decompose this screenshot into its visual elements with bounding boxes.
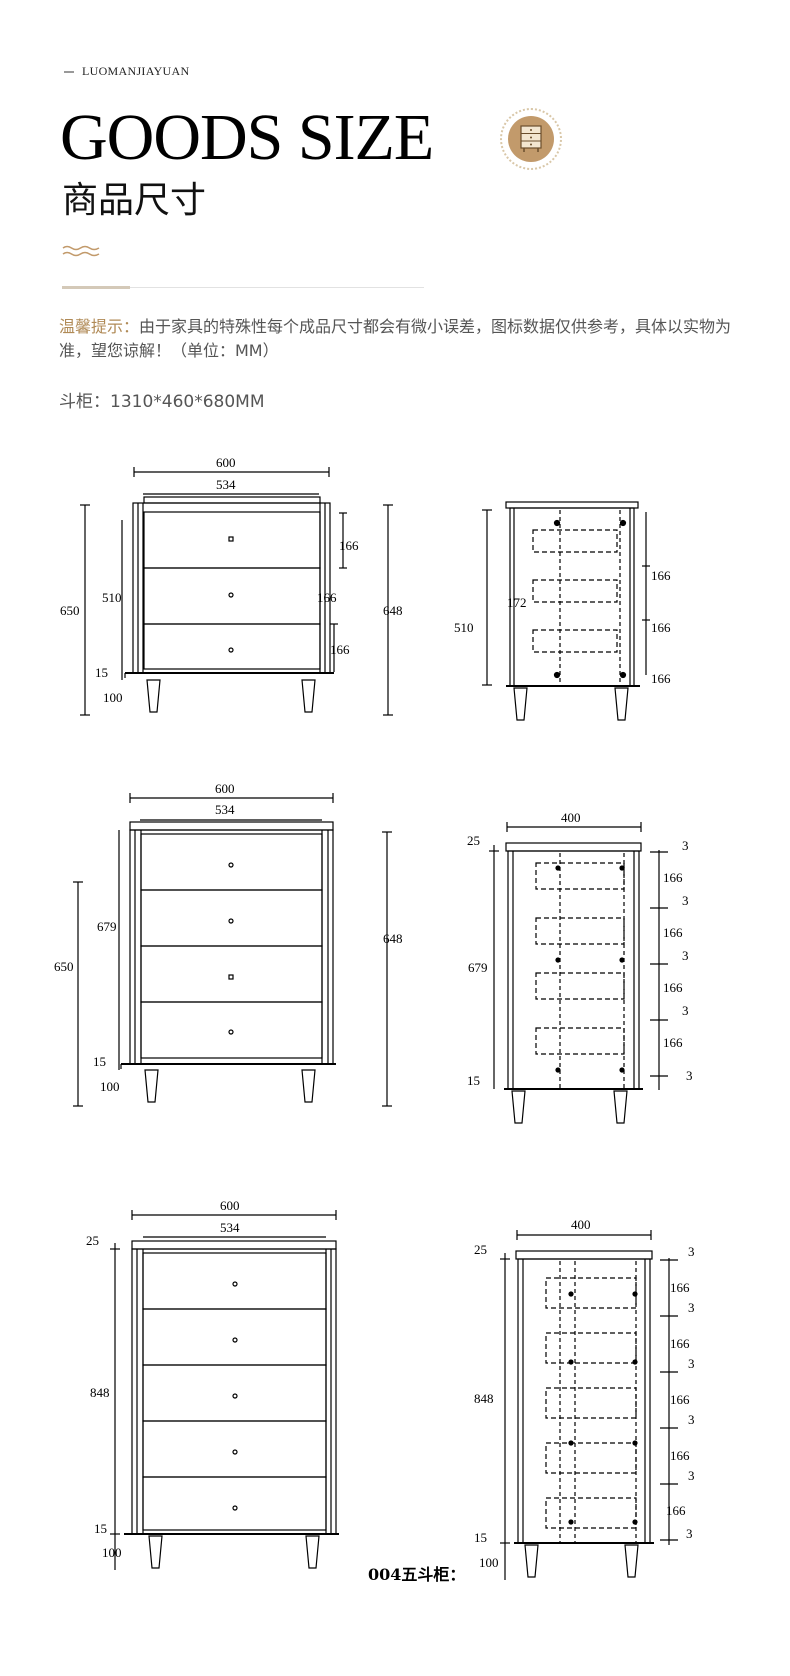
brand: LUOMANJIAYUAN	[64, 64, 189, 79]
r1f-drawer-1: 166	[339, 538, 359, 553]
r1-front-view	[80, 467, 393, 716]
r1f-drawer-3: 166	[330, 642, 350, 657]
r2f-leg: 100	[100, 1079, 120, 1094]
r3s-width: 400	[571, 1217, 591, 1232]
r3-front-view	[110, 1210, 339, 1570]
r2f-width-total: 600	[215, 781, 235, 796]
r2s-width: 400	[561, 810, 581, 825]
r2s-gap-1: 3	[682, 838, 689, 853]
r3s-gap-4: 3	[688, 1412, 695, 1427]
r1f-base: 15	[95, 665, 108, 680]
brand-name: LUOMANJIAYUAN	[82, 64, 190, 78]
r3s-base: 15	[474, 1530, 487, 1545]
r3s-top: 25	[474, 1242, 487, 1257]
r1s-inner: 172	[507, 595, 527, 610]
r1f-width-total: 600	[216, 455, 236, 470]
r3s-gap-3: 3	[688, 1356, 695, 1371]
r1s-drawer-1: 166	[651, 568, 671, 583]
cabinet-glyph	[520, 125, 542, 152]
r2s-gap-3: 3	[682, 948, 689, 963]
r2-side-view	[489, 822, 668, 1124]
r2s-base: 15	[467, 1073, 480, 1088]
r3-side-view	[500, 1230, 678, 1580]
r3s-drawer-1: 166	[670, 1280, 690, 1295]
r3s-leg: 100	[479, 1555, 499, 1570]
r1f-height-side: 648	[383, 603, 403, 618]
drawer-cabinet-icon	[500, 108, 562, 170]
r3s-gap-1: 3	[688, 1244, 695, 1259]
r2-front-view	[73, 793, 392, 1107]
drawing-caption: 004五斗柜：	[368, 1565, 465, 1584]
r3f-leg: 100	[102, 1545, 122, 1560]
wave-ornament	[62, 245, 100, 257]
r3s-gap-2: 3	[688, 1300, 695, 1315]
divider-accent	[62, 286, 130, 289]
r2s-drawer-4: 166	[663, 1035, 683, 1050]
notice: 温馨提示：由于家具的特殊性每个成品尺寸都会有微小误差，图标数据仅供参考，具体以实…	[59, 315, 739, 363]
r1f-leg: 100	[103, 690, 123, 705]
r3f-width-total: 600	[220, 1198, 240, 1213]
r2f-width-inner: 534	[215, 802, 235, 817]
r2f-height-side: 648	[383, 931, 403, 946]
r2s-drawer-1: 166	[663, 870, 683, 885]
r2s-top: 25	[467, 833, 480, 848]
notice-text: 由于家具的特殊性每个成品尺寸都会有微小误差，图标数据仅供参考，具体以实物为准，望…	[59, 317, 732, 360]
r3f-width-inner: 534	[220, 1220, 240, 1235]
icon-disc	[508, 116, 554, 162]
r2s-drawer-3: 166	[663, 980, 683, 995]
r3f-base: 15	[94, 1521, 107, 1536]
r2s-gap-5: 3	[686, 1068, 693, 1083]
r3s-gap-6: 3	[686, 1526, 693, 1541]
r1s-drawer-2: 166	[651, 620, 671, 635]
r3s-drawer-2: 166	[670, 1336, 690, 1351]
r1f-drawer-2: 166	[317, 590, 337, 605]
r2s-drawer-2: 166	[663, 925, 683, 940]
dimension-drawings: 600 534 650 510 648 15 100 166 166 166 5…	[54, 455, 695, 1584]
brand-dash	[64, 70, 74, 73]
r2f-height-total: 650	[54, 959, 74, 974]
r3s-drawer-4: 166	[670, 1448, 690, 1463]
r2s-height: 679	[468, 960, 488, 975]
r3f-height: 848	[90, 1385, 110, 1400]
r3s-drawer-5: 166	[666, 1503, 686, 1518]
r2f-base: 15	[93, 1054, 106, 1069]
r3f-top: 25	[86, 1233, 99, 1248]
notice-label: 温馨提示：	[59, 317, 140, 336]
r3s-drawer-3: 166	[670, 1392, 690, 1407]
r1s-drawer-3: 166	[651, 671, 671, 686]
r3s-gap-5: 3	[688, 1468, 695, 1483]
page-title: GOODS SIZE	[60, 101, 434, 174]
r1f-height-total: 650	[60, 603, 80, 618]
r2s-gap-2: 3	[682, 893, 689, 908]
r2f-height-body: 679	[97, 919, 117, 934]
spec-line: 斗柜：1310*460*680MM	[59, 392, 265, 412]
r1s-height: 510	[454, 620, 474, 635]
page-subtitle: 商品尺寸	[62, 180, 207, 221]
divider-rule	[62, 287, 424, 288]
r1f-height-body: 510	[102, 590, 122, 605]
r1f-width-inner: 534	[216, 477, 236, 492]
r1-side-view	[482, 501, 650, 721]
r2s-gap-4: 3	[682, 1003, 689, 1018]
r3s-height: 848	[474, 1391, 494, 1406]
